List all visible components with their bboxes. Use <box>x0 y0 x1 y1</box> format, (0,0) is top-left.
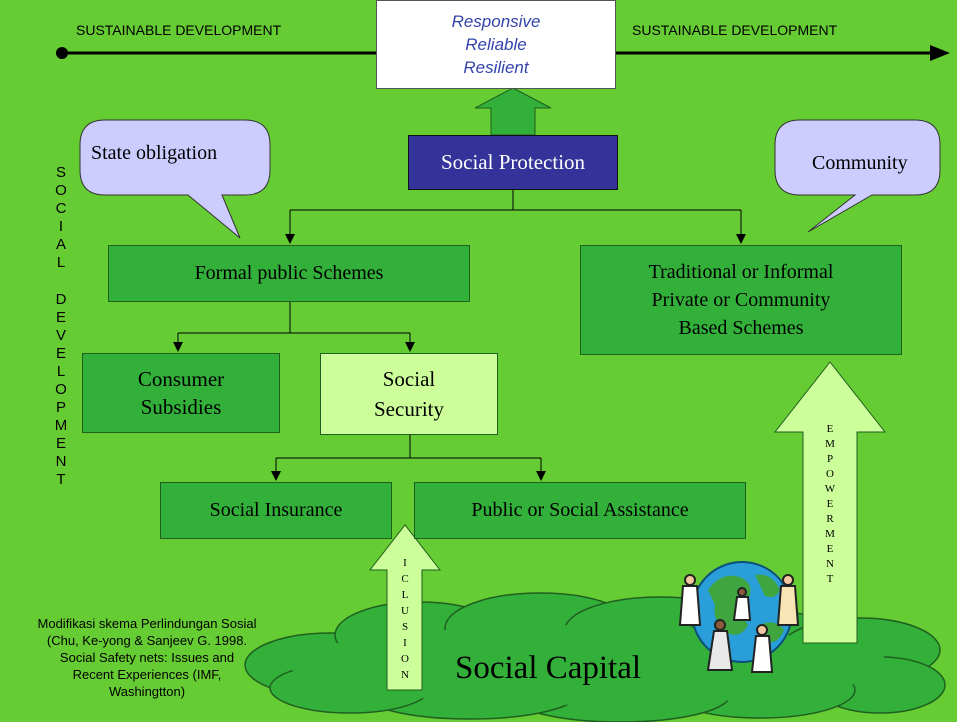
inclusion-letter: L <box>401 589 409 601</box>
community-callout <box>774 119 941 233</box>
social-capital-label: Social Capital <box>455 650 642 686</box>
social-protection-box: Social Protection <box>408 135 618 190</box>
inclusion-letter: O <box>401 653 409 665</box>
empowerment-letter: E <box>826 498 834 510</box>
sustainable-right-label: SUSTAINABLE DEVELOPMENT <box>632 22 838 38</box>
security-line1: Social <box>382 367 436 391</box>
development-letter: V <box>55 327 66 344</box>
empowerment-letter: O <box>826 468 834 480</box>
state-obligation-callout <box>79 119 271 239</box>
goal-responsive: Responsive <box>451 12 541 31</box>
formal-label: Formal public Schemes <box>194 262 384 284</box>
empowerment-letter: P <box>826 453 834 465</box>
development-letter: P <box>55 399 66 416</box>
goal-resilient: Resilient <box>463 58 529 77</box>
social-security-box: Social Security <box>320 353 498 435</box>
inclusion-letter: C <box>401 573 409 585</box>
source-line2: (Chu, Ke-yong & Sanjeev G. 1998. <box>46 633 248 648</box>
inclusion-letter: I <box>403 557 407 569</box>
development-letter: O <box>55 381 67 398</box>
social-letter: L <box>56 254 66 271</box>
social-letter: O <box>55 182 67 199</box>
development-letter: E <box>55 435 66 452</box>
security-line2: Security <box>374 397 444 421</box>
sustainable-left-label: SUSTAINABLE DEVELOPMENT <box>76 22 282 38</box>
insurance-label: Social Insurance <box>209 499 343 521</box>
empowerment-letter: M <box>825 438 835 450</box>
source-line3: Social Safety nets: Issues and <box>59 650 235 665</box>
inclusion-letter: S <box>401 621 409 633</box>
social-letter: C <box>55 200 67 217</box>
empowerment-letter: R <box>826 513 834 525</box>
development-letter: N <box>55 453 67 470</box>
development-letter: M <box>54 417 68 434</box>
source-line4: Recent Experiences (IMF, <box>72 667 222 682</box>
development-letter: D <box>55 291 67 308</box>
informal-line2: Private or Community <box>651 289 831 311</box>
development-letter: E <box>55 345 66 362</box>
empowerment-letter: T <box>826 573 834 585</box>
informal-line3: Based Schemes <box>678 317 804 339</box>
social-assistance-box: Public or Social Assistance <box>414 482 746 539</box>
source-line1: Modifikasi skema Perlindungan Sosial <box>37 616 257 631</box>
inclusion-arrow <box>368 524 442 691</box>
inclusion-letter: N <box>401 669 409 681</box>
informal-schemes-box: Traditional or Informal Private or Commu… <box>580 245 902 355</box>
inclusion-letter: U <box>401 605 409 617</box>
social-insurance-box: Social Insurance <box>160 482 392 539</box>
social-protection-label: Social Protection <box>440 150 586 174</box>
empowerment-letter: E <box>826 543 834 555</box>
assistance-label: Public or Social Assistance <box>471 499 689 521</box>
consumer-subsidies-box: Consumer Subsidies <box>82 353 280 433</box>
social-letter: A <box>55 236 66 253</box>
goal-reliable: Reliable <box>465 35 527 54</box>
formal-public-schemes-box: Formal public Schemes <box>108 245 470 302</box>
development-letter: T <box>56 471 66 488</box>
empowerment-letter: M <box>825 528 835 540</box>
social-letter: I <box>58 218 64 235</box>
development-letter: L <box>56 363 66 380</box>
consumer-line2: Subsidies <box>140 395 222 419</box>
empowerment-letter: N <box>826 558 834 570</box>
protection-connectors <box>285 190 746 244</box>
empowerment-arrow <box>773 361 887 644</box>
inclusion-letter: I <box>403 637 407 649</box>
community-text: Community <box>812 152 908 174</box>
source-note: Modifikasi skema Perlindungan Sosial (Ch… <box>2 615 292 700</box>
development-letter: E <box>55 309 66 326</box>
formal-connectors <box>173 302 415 352</box>
consumer-line1: Consumer <box>137 367 225 391</box>
empowerment-letter: E <box>826 423 834 435</box>
social-letter: S <box>55 164 66 181</box>
state-obligation-text: State obligation <box>91 142 218 164</box>
informal-line1: Traditional or Informal <box>648 261 834 283</box>
protection-up-arrow <box>474 87 552 136</box>
source-line5: Washingtton) <box>108 684 186 699</box>
goals-box: Responsive Reliable Resilient <box>376 0 616 89</box>
security-connectors <box>271 435 546 481</box>
empowerment-letter: W <box>824 483 836 495</box>
globe-people-icon <box>678 561 800 673</box>
